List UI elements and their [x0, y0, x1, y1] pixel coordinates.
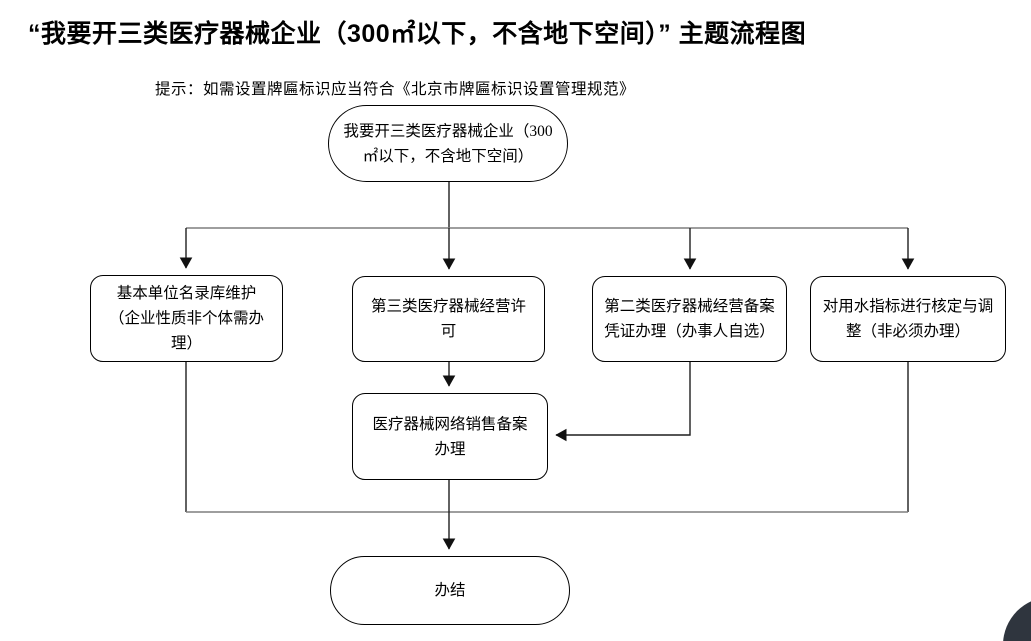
node-class3-license: 第三类医疗器械经营许可 [352, 276, 545, 362]
node-water-quota-label: 对用水指标进行核定与调整（非必须办理） [822, 298, 994, 340]
edge-box3-mid [555, 362, 691, 442]
node-basic-unit-directory-label: 基本单位名录库维护（企业性质非个体需办理） [108, 285, 264, 352]
hint-text: 提示：如需设置牌匾标识应当符合《北京市牌匾标识设置管理规范》 [155, 81, 636, 98]
node-water-quota: 对用水指标进行核定与调整（非必须办理） [810, 276, 1006, 362]
node-start: 我要开三类医疗器械企业（300㎡以下，不含地下空间） [328, 105, 568, 182]
node-start-label: 我要开三类医疗器械企业（300㎡以下，不含地下空间） [343, 122, 553, 165]
node-end: 办结 [330, 556, 570, 625]
node-class3-license-label: 第三类医疗器械经营许可 [370, 298, 526, 340]
corner-floating-button[interactable] [1003, 597, 1031, 641]
node-end-label: 办结 [434, 582, 466, 599]
node-basic-unit-directory: 基本单位名录库维护（企业性质非个体需办理） [90, 275, 283, 362]
page-title: “我要开三类医疗器械企业（300㎡以下，不含地下空间）” 主题流程图 [28, 20, 807, 48]
node-class2-filing: 第二类医疗器械经营备案凭证办理（办事人自选） [592, 276, 787, 362]
node-online-sales-filing-label: 医疗器械网络销售备案办理 [372, 415, 528, 458]
node-class2-filing-label: 第二类医疗器械经营备案凭证办理（办事人自选） [604, 298, 775, 340]
node-online-sales-filing: 医疗器械网络销售备案办理 [352, 393, 548, 480]
